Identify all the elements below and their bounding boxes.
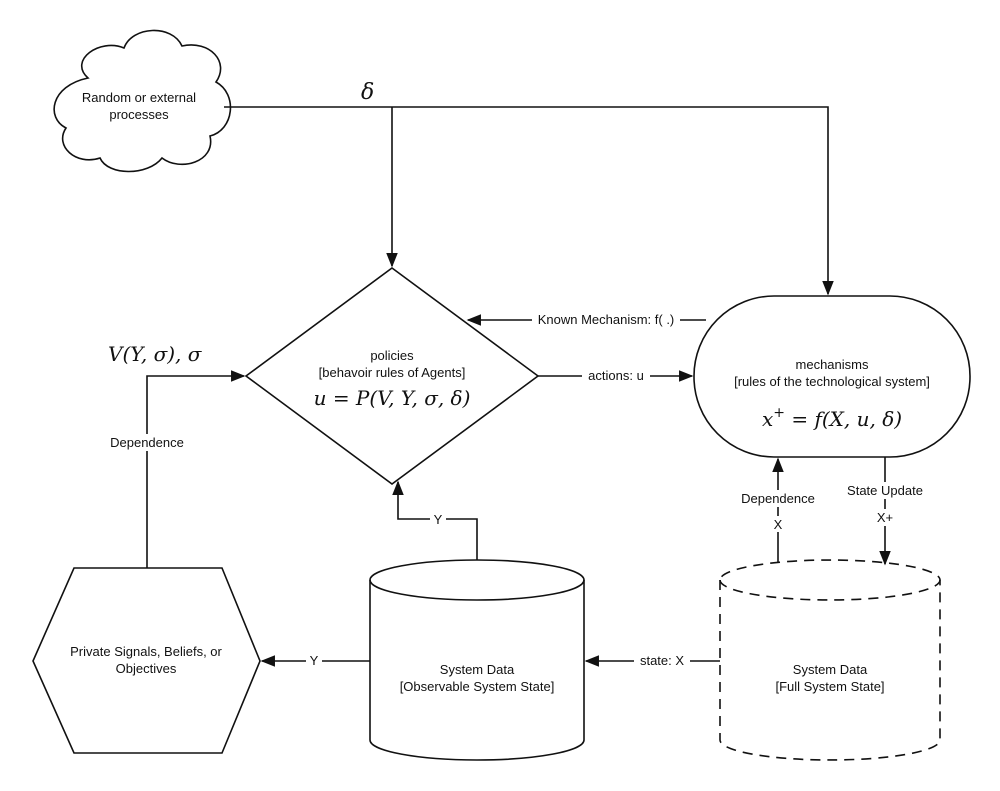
policies-subtitle: [behavoir rules of Agents] (319, 365, 466, 380)
known-mechanism-label-bg (532, 311, 680, 328)
private-signals-hexagon (32, 567, 261, 754)
x-plus-label: X+ (877, 510, 893, 525)
cloud-label-line2: processes (109, 107, 169, 122)
mechanisms-formula-main: x (762, 407, 773, 431)
state-update-label: State Update (847, 483, 923, 498)
state-x-label: state: X (640, 653, 684, 668)
state-x-label-bg (634, 652, 690, 669)
full-data-cylinder-rim (719, 579, 941, 601)
dependence-right-label: Dependence (741, 491, 815, 506)
actions-label-bg (582, 367, 650, 384)
observable-data-line2: [Observable System State] (400, 679, 555, 694)
dependence-left-label-bg (104, 434, 190, 451)
x-to-mechanisms-label: X (774, 517, 783, 532)
cloud-shape (53, 29, 232, 173)
private-signals-line1: Private Signals, Beliefs, or (70, 644, 222, 659)
full-data-cylinder (719, 559, 941, 761)
dependence-left-arrow (146, 370, 246, 568)
policies-formula: u = P(V, Y, σ, δ) (314, 386, 471, 410)
observable-data-cylinder (369, 559, 585, 761)
y-to-private-label: Y (310, 653, 319, 668)
mechanisms-title: mechanisms (796, 357, 869, 372)
delta-label: δ (361, 80, 374, 105)
v-sigma-label: V(Y, σ), σ (108, 342, 203, 366)
mechanisms-formula-rest: = f(X, u, δ) (785, 407, 902, 431)
mechanisms-box (693, 295, 971, 458)
mechanisms-formula-sup: + (773, 405, 785, 421)
observable-data-line1: System Data (440, 662, 515, 677)
y-to-policies-label: Y (434, 512, 443, 527)
y-to-private-label-bg (306, 652, 322, 668)
actions-label: actions: u (588, 368, 644, 383)
state-update-label-bg (842, 482, 928, 499)
policies-diamond (244, 267, 540, 485)
x-plus-label-bg (874, 509, 896, 526)
private-signals-line2: Objectives (116, 661, 177, 676)
observable-data-cylinder-rim (369, 579, 585, 601)
dependence-right-label-bg (736, 490, 820, 507)
dependence-left-label: Dependence (110, 435, 184, 450)
y-to-policies-label-bg (430, 511, 446, 527)
full-data-line1: System Data (793, 662, 868, 677)
mechanisms-formula: x+ = f(X, u, δ) (762, 405, 902, 431)
mechanisms-subtitle: [rules of the technological system] (734, 374, 930, 389)
delta-line (224, 106, 834, 296)
known-mechanism-label: Known Mechanism: f( .) (538, 312, 675, 327)
cloud-label-line1: Random or external (82, 90, 196, 105)
x-to-mechanisms-label-bg (771, 516, 785, 532)
policies-title: policies (370, 348, 414, 363)
full-data-line2: [Full System State] (775, 679, 884, 694)
